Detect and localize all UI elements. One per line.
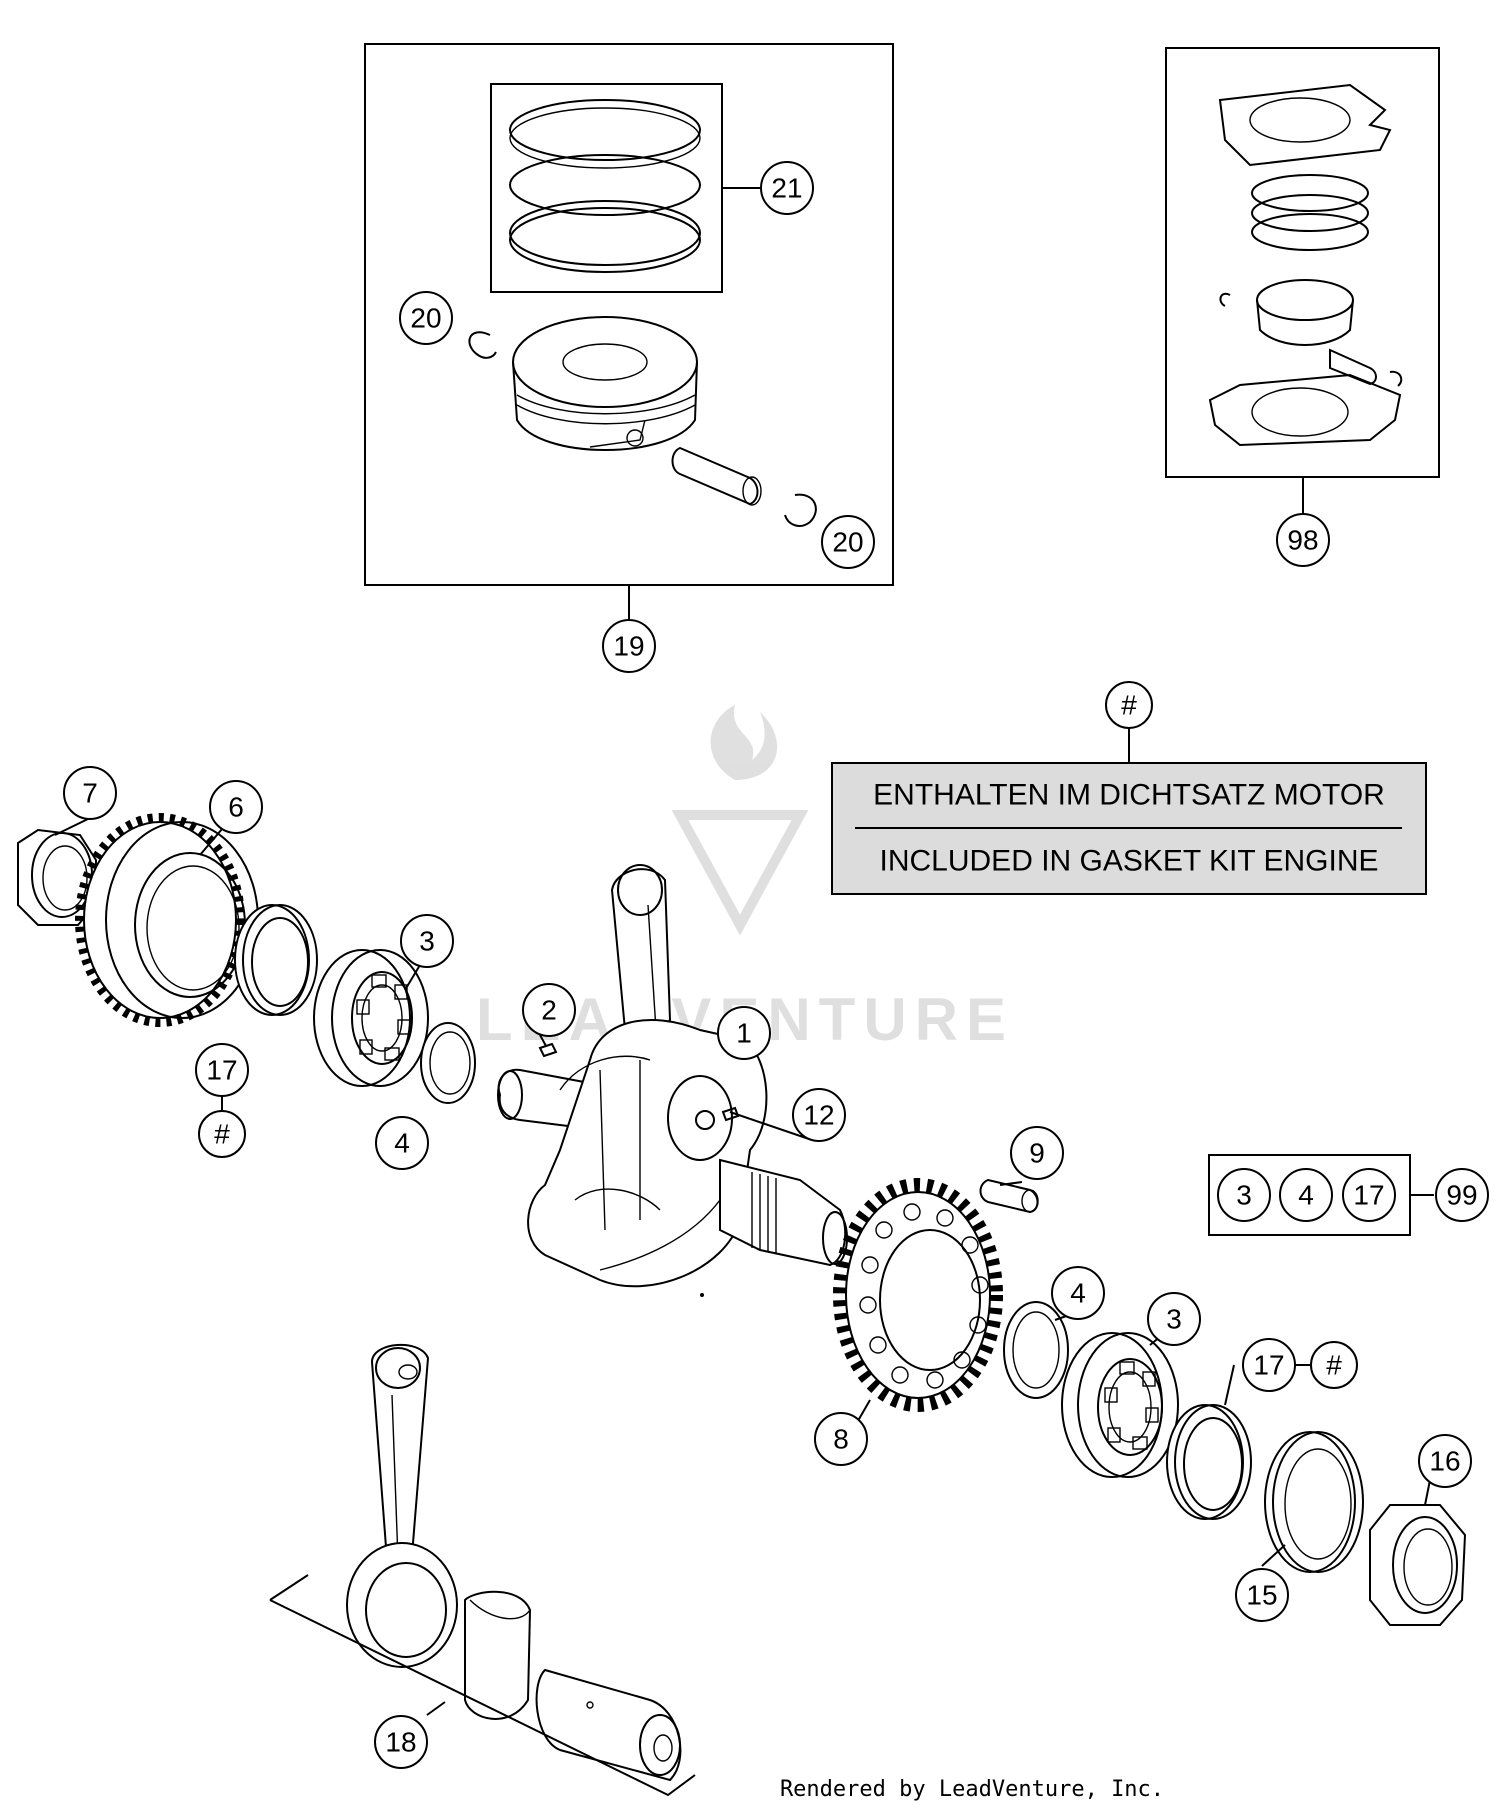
svg-text:19: 19 — [613, 631, 644, 662]
svg-text:16: 16 — [1429, 1446, 1460, 1477]
callout-3-right: 3 — [1147, 1292, 1201, 1346]
svg-text:98: 98 — [1287, 525, 1318, 556]
svg-text:7: 7 — [82, 778, 98, 809]
svg-text:1: 1 — [736, 1018, 752, 1049]
gasket-note-de: ENTHALTEN IM DICHTSATZ MOTOR — [873, 779, 1385, 812]
callout-17-left: 17 — [195, 1043, 249, 1097]
svg-text:20: 20 — [832, 527, 863, 558]
callout-15: 15 — [1235, 1568, 1289, 1622]
left-side-parts — [17, 813, 558, 1104]
svg-text:3: 3 — [1166, 1304, 1182, 1335]
right-side-parts — [833, 1178, 1467, 1626]
callout-20-right: 20 — [821, 515, 875, 569]
svg-text:4: 4 — [1298, 1180, 1314, 1211]
callout-20-left: 20 — [399, 291, 453, 345]
svg-text:18: 18 — [385, 1727, 416, 1758]
svg-text:99: 99 — [1446, 1180, 1477, 1211]
circlip-left — [468, 331, 497, 359]
callout-12: 12 — [792, 1088, 846, 1142]
svg-text:4: 4 — [1070, 1278, 1086, 1309]
svg-text:3: 3 — [1236, 1180, 1252, 1211]
callout-hash-top: # — [1105, 681, 1153, 729]
piston-drawing — [512, 316, 698, 451]
svg-text:21: 21 — [771, 173, 802, 204]
svg-text:#: # — [1121, 690, 1137, 721]
svg-text:#: # — [214, 1119, 230, 1150]
crankshaft-drawing — [497, 864, 848, 1297]
callout-4-right: 4 — [1051, 1266, 1105, 1320]
callout-kit-17: 17 — [1342, 1168, 1396, 1222]
svg-text:20: 20 — [410, 303, 441, 334]
gear-6-drawing — [75, 813, 259, 1027]
callout-4-left: 4 — [375, 1116, 429, 1170]
circlip-right — [784, 493, 817, 527]
svg-text:3: 3 — [419, 926, 435, 957]
svg-text:17: 17 — [206, 1055, 237, 1086]
bearing-right-drawing — [1061, 1332, 1179, 1478]
callout-21: 21 — [760, 161, 814, 215]
top-end-kit-group — [1165, 47, 1440, 518]
callout-17-right: 17 — [1242, 1338, 1296, 1392]
svg-text:4: 4 — [394, 1128, 410, 1159]
callout-7: 7 — [63, 766, 117, 820]
piston-kit-group — [364, 43, 894, 620]
gasket-note-en: INCLUDED IN GASKET KIT ENGINE — [880, 845, 1379, 878]
piston-pin-drawing — [671, 446, 762, 506]
callout-hash-right: # — [1310, 1341, 1358, 1389]
callout-hash-left: # — [198, 1110, 246, 1158]
callout-19: 19 — [602, 619, 656, 673]
bearing-left-drawing — [313, 949, 429, 1087]
piston-rings-drawing — [509, 99, 701, 273]
callout-2: 2 — [522, 983, 576, 1037]
callout-99: 99 — [1435, 1168, 1489, 1222]
svg-text:6: 6 — [228, 792, 244, 823]
callout-18: 18 — [374, 1715, 428, 1769]
svg-text:9: 9 — [1029, 1138, 1045, 1169]
callout-kit-3: 3 — [1217, 1168, 1271, 1222]
svg-text:#: # — [1326, 1350, 1342, 1381]
svg-text:17: 17 — [1253, 1350, 1284, 1381]
callout-9: 9 — [1010, 1126, 1064, 1180]
callout-kit-4: 4 — [1279, 1168, 1333, 1222]
callout-16: 16 — [1418, 1434, 1472, 1488]
callout-3-left: 3 — [400, 914, 454, 968]
svg-text:2: 2 — [541, 995, 557, 1026]
svg-text:12: 12 — [803, 1100, 834, 1131]
gasket-kit-note: ENTHALTEN IM DICHTSATZ MOTOR INCLUDED IN… — [831, 728, 1427, 895]
callout-6: 6 — [209, 780, 263, 834]
svg-text:15: 15 — [1246, 1580, 1277, 1611]
conrod-kit-drawing — [269, 1344, 696, 1797]
gear-8-drawing — [833, 1178, 1003, 1412]
callout-1: 1 — [717, 1006, 771, 1060]
callout-8: 8 — [814, 1412, 868, 1466]
bearing-kit-group — [1208, 1154, 1434, 1236]
callout-98: 98 — [1276, 513, 1330, 567]
svg-text:17: 17 — [1353, 1180, 1384, 1211]
svg-text:8: 8 — [833, 1424, 849, 1455]
footer-credit: Rendered by LeadVenture, Inc. — [780, 1777, 1164, 1802]
